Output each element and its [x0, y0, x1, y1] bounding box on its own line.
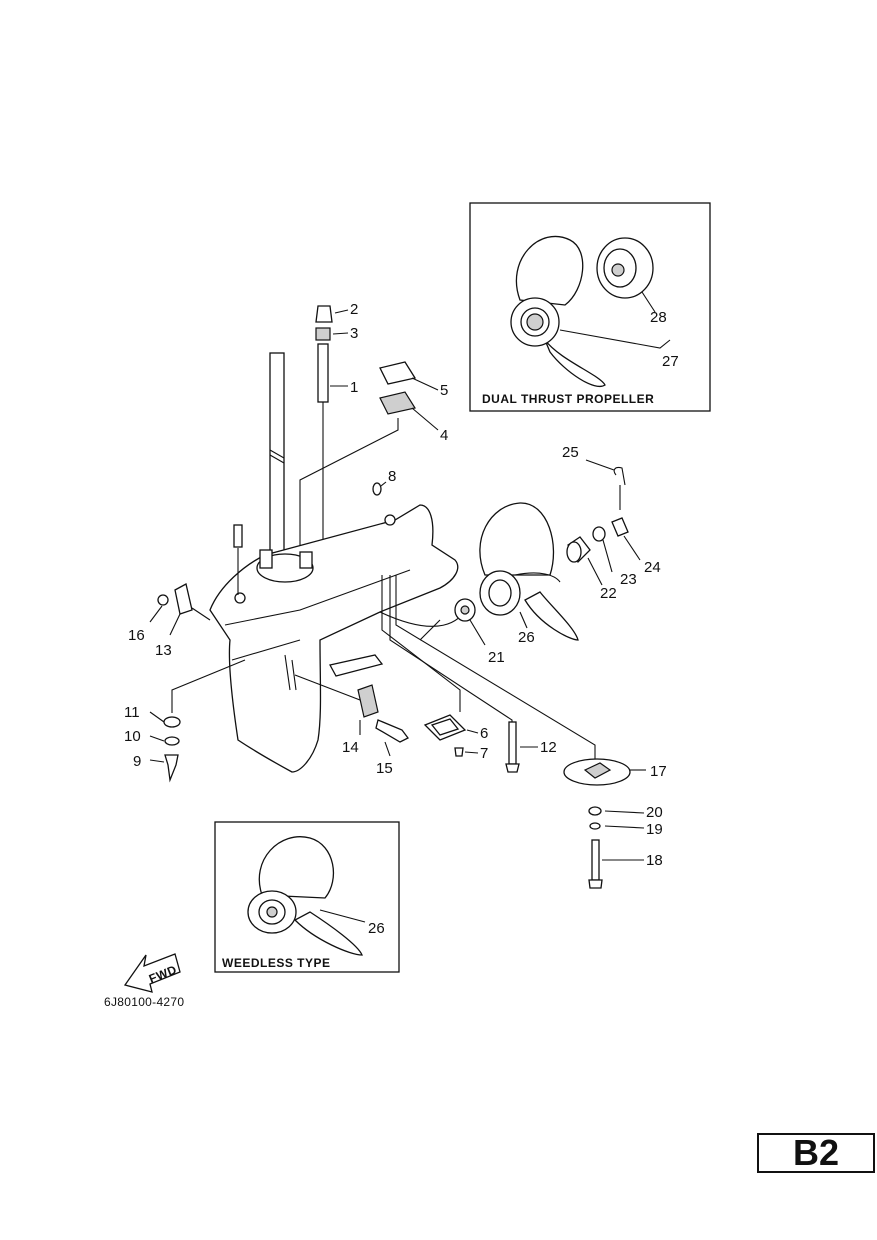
label-14: 14 — [342, 739, 359, 756]
label-12: 12 — [540, 739, 557, 756]
label-23: 23 — [620, 571, 637, 588]
label-6: 6 — [480, 725, 488, 742]
label-9: 9 — [133, 753, 141, 770]
label-11: 11 — [124, 704, 140, 721]
inset-weedless-type: WEEDLESS TYPE — [214, 821, 400, 973]
fwd-arrow-icon: FWD — [123, 953, 181, 993]
label-27: 27 — [662, 353, 679, 370]
label-24: 24 — [644, 559, 661, 576]
label-28: 28 — [650, 309, 667, 326]
propeller-group — [454, 459, 641, 646]
label-13: 13 — [155, 642, 172, 659]
page-id-box: B2 — [757, 1132, 875, 1173]
label-16: 16 — [128, 627, 145, 644]
label-22: 22 — [600, 585, 617, 602]
anode-group — [563, 758, 646, 889]
inset-weedless-label: WEEDLESS TYPE — [222, 956, 331, 970]
page-id: B2 — [792, 1132, 840, 1173]
label-20: 20 — [646, 804, 663, 821]
label-8: 8 — [388, 468, 396, 485]
label-3: 3 — [350, 325, 358, 342]
label-21: 21 — [488, 649, 505, 666]
label-1: 1 — [350, 379, 358, 396]
lower-case-body — [209, 504, 596, 773]
label-26-weedless: 26 — [368, 920, 385, 937]
label-10: 10 — [124, 728, 141, 745]
label-26: 26 — [518, 629, 535, 646]
label-15: 15 — [376, 760, 393, 777]
inset-dual-thrust-propeller: DUAL THRUST PROPELLER — [469, 202, 711, 412]
label-2: 2 — [350, 301, 358, 318]
label-7: 7 — [480, 745, 488, 762]
label-25: 25 — [562, 444, 579, 461]
drawing-code: 6J80100-4270 — [104, 995, 185, 1009]
label-5: 5 — [440, 382, 448, 399]
label-17: 17 — [650, 763, 667, 780]
label-18: 18 — [646, 852, 663, 869]
lower-small-parts — [423, 714, 538, 773]
label-19: 19 — [646, 821, 663, 838]
drive-shaft-group — [269, 305, 439, 554]
label-4: 4 — [440, 427, 448, 444]
left-side-parts — [149, 583, 409, 783]
inset-dual-thrust-label: DUAL THRUST PROPELLER — [482, 392, 654, 406]
